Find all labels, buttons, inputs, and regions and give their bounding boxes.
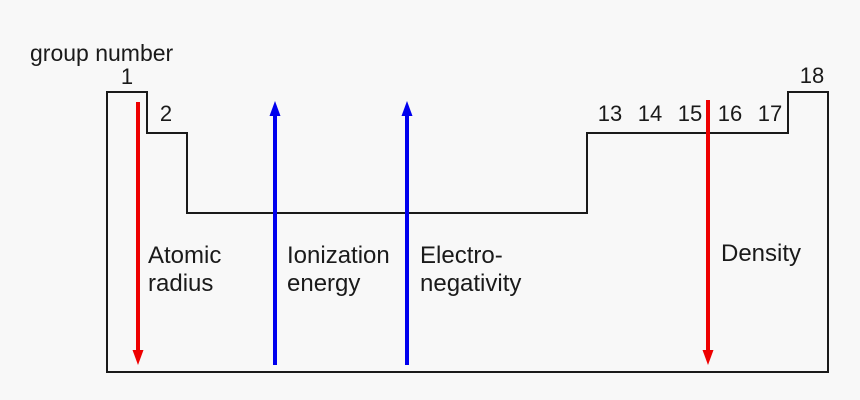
group-label-15: 15	[677, 101, 703, 126]
electronegativity-arrowhead-icon	[401, 101, 413, 116]
trend-label-line: Density	[721, 240, 802, 267]
group-label-16: 16	[717, 101, 743, 126]
trend-label-line: energy	[287, 270, 361, 297]
ionization-energy-arrowhead-icon	[269, 101, 281, 116]
group-number-title: group number	[30, 40, 174, 66]
trend-label-line: Atomic	[148, 242, 222, 269]
group-label-13: 13	[597, 101, 623, 126]
trend-label-line: Electro-	[420, 242, 503, 269]
group-label-14: 14	[637, 101, 663, 126]
trend-label-line: Ionization	[287, 242, 390, 269]
trend-label-line: negativity	[420, 270, 522, 297]
density-arrow	[702, 100, 714, 365]
group-label-1: 1	[120, 64, 134, 89]
trend-label-line: radius	[148, 270, 214, 297]
electronegativity-arrow	[401, 101, 413, 365]
atomic-radius-arrow	[132, 102, 144, 365]
trend-label-ionization-energy: Ionization energy	[287, 242, 390, 298]
group-label-18: 18	[799, 63, 825, 88]
atomic-radius-arrowhead-icon	[132, 350, 144, 365]
density-arrowhead-icon	[702, 350, 714, 365]
ionization-energy-arrow	[269, 101, 281, 365]
periodic-table-outline	[106, 91, 829, 373]
group-label-2: 2	[159, 101, 173, 126]
trend-label-density: Density	[721, 240, 801, 268]
trend-label-electronegativity: Electro- negativity	[420, 242, 521, 298]
trend-label-atomic-radius: Atomic radius	[148, 242, 221, 298]
group-label-17: 17	[757, 101, 783, 126]
